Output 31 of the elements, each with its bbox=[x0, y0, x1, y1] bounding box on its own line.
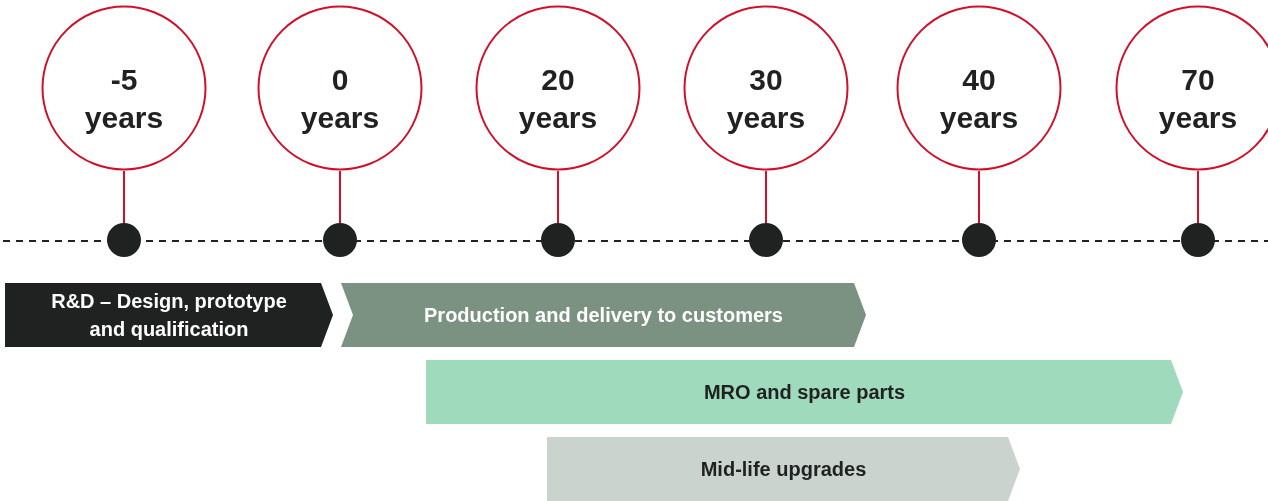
phase-label: R&D – Design, prototype and qualification bbox=[50, 289, 288, 342]
year-circle bbox=[896, 5, 1062, 171]
year-label: -5 years bbox=[83, 62, 165, 136]
year-circle bbox=[683, 5, 849, 171]
phase-band bbox=[5, 283, 333, 347]
year-label: 40 years bbox=[938, 62, 1020, 136]
timeline-dot bbox=[1181, 223, 1215, 257]
phase-band bbox=[341, 283, 866, 347]
timeline-dot bbox=[323, 223, 357, 257]
timeline-dot bbox=[749, 223, 783, 257]
connector-line bbox=[978, 170, 980, 224]
phase-band bbox=[547, 437, 1020, 501]
year-circle bbox=[475, 5, 641, 171]
timeline-dot bbox=[107, 223, 141, 257]
connector-line bbox=[123, 170, 125, 224]
connector-line bbox=[1197, 170, 1199, 224]
year-label: 70 years bbox=[1157, 62, 1239, 136]
connector-line bbox=[557, 170, 559, 224]
phase-band bbox=[426, 360, 1183, 424]
phase-label: Mid-life upgrades bbox=[700, 457, 867, 482]
phase-label: Production and delivery to customers bbox=[424, 303, 783, 328]
timeline-dot bbox=[962, 223, 996, 257]
phase-label: MRO and spare parts bbox=[703, 380, 906, 405]
year-circle bbox=[257, 5, 423, 171]
year-circle bbox=[41, 5, 207, 171]
timeline-dot bbox=[541, 223, 575, 257]
year-label: 20 years bbox=[517, 62, 599, 136]
year-label: 30 years bbox=[725, 62, 807, 136]
connector-line bbox=[339, 170, 341, 224]
year-label: 0 years bbox=[299, 62, 381, 136]
connector-line bbox=[765, 170, 767, 224]
